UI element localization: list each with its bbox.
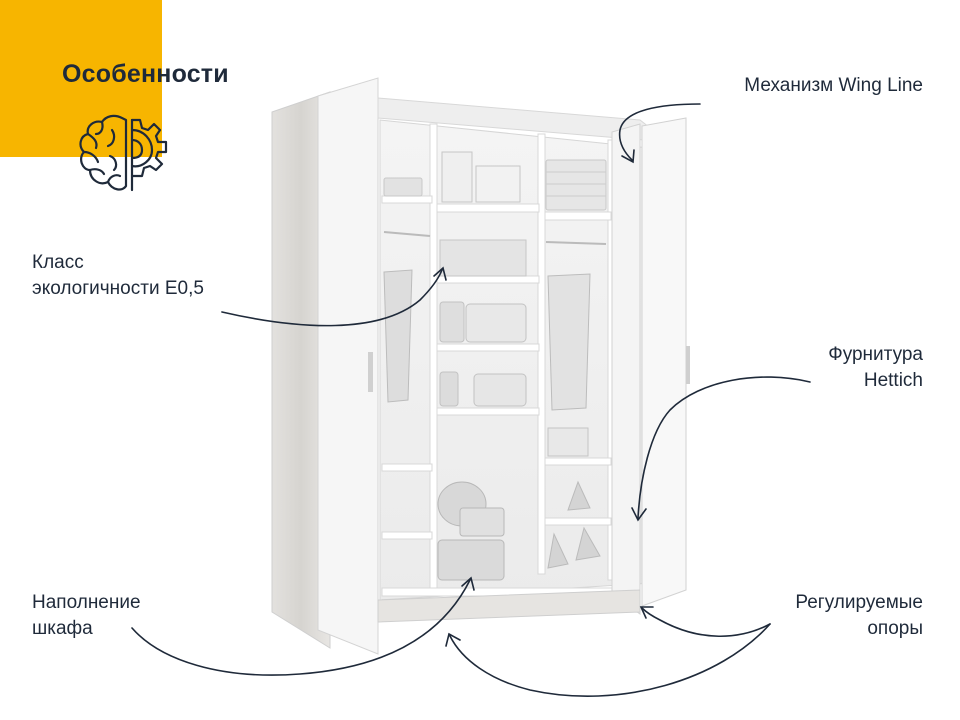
filling-label: Наполнение шкафа	[32, 592, 141, 639]
wing-line-label: Механизм Wing Line	[744, 75, 923, 96]
eco-class-label: Класс экологичности E0,5	[32, 252, 204, 299]
brain-gear-icon	[79, 114, 168, 192]
page-title: Особенности	[62, 60, 229, 88]
supports-label: Регулируемые опоры	[795, 592, 923, 639]
hettich-label: Фурнитура Hettich	[828, 344, 923, 391]
